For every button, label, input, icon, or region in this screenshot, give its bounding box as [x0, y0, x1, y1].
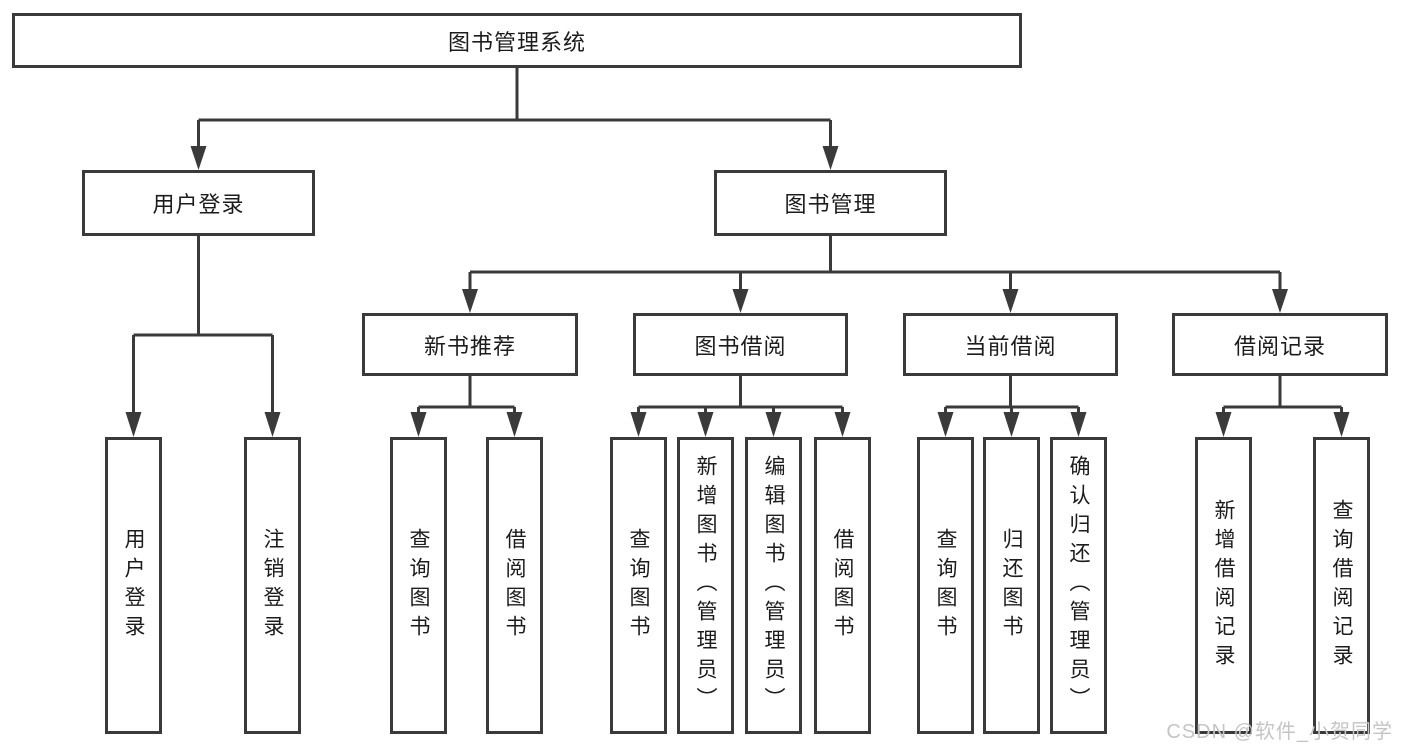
arrow-down-icon [1003, 412, 1020, 437]
leaf-borrow-books-recommend: 借阅图书 [486, 437, 543, 734]
arrow-down-icon [697, 412, 714, 437]
node-label: 归还图书 [1000, 527, 1023, 644]
edges-book-management-to-level3 [462, 236, 1288, 313]
edges-root-to-level2 [190, 68, 839, 170]
leaf-query-books-current: 查询图书 [917, 437, 974, 734]
arrow-down-icon [1002, 289, 1019, 313]
watermark: CSDN @软件_小贺同学 [1166, 721, 1393, 743]
leaf-return-book: 归还图书 [983, 437, 1040, 734]
edges-new-book-recommend-to-leaves [410, 376, 523, 437]
arrow-down-icon [410, 412, 427, 437]
arrow-down-icon [264, 412, 281, 437]
node-label: 查询借阅记录 [1330, 498, 1353, 673]
node-book-borrow: 图书借阅 [633, 313, 848, 376]
arrow-down-icon [1333, 412, 1350, 437]
arrow-down-icon [732, 289, 749, 313]
node-label: 借阅记录 [1233, 333, 1326, 359]
node-book-management: 图书管理 [714, 170, 947, 236]
leaf-user-login: 用户登录 [105, 437, 162, 734]
leaf-add-book-admin: 新增图书（管理员） [677, 437, 734, 734]
arrow-down-icon [937, 412, 954, 437]
arrow-down-icon [462, 289, 478, 313]
node-current-borrow: 当前借阅 [903, 313, 1118, 376]
leaf-query-borrow-record: 查询借阅记录 [1313, 437, 1370, 734]
arrow-down-icon [506, 412, 523, 437]
arrow-down-icon [630, 412, 647, 437]
edges-user-login-to-leaves [125, 236, 281, 437]
arrow-down-icon [834, 412, 851, 437]
node-label: 借阅图书 [831, 527, 854, 644]
leaf-query-books-borrow: 查询图书 [610, 437, 667, 734]
node-label: 查询图书 [407, 527, 430, 644]
node-library-system: 图书管理系统 [12, 13, 1022, 68]
node-label: 新增图书（管理员） [694, 455, 717, 716]
arrow-down-icon [125, 412, 142, 437]
node-user-login: 用户登录 [82, 170, 315, 236]
leaf-query-books-recommend: 查询图书 [390, 437, 447, 734]
edges-book-borrow-to-leaves [630, 376, 851, 437]
leaf-edit-book-admin: 编辑图书（管理员） [745, 437, 802, 734]
arrow-down-icon [765, 412, 782, 437]
edges-borrow-records-to-leaves [1215, 376, 1350, 437]
node-label: 编辑图书（管理员） [762, 455, 785, 716]
node-borrow-records: 借阅记录 [1172, 313, 1388, 376]
node-label: 查询图书 [627, 527, 650, 644]
node-label: 图书管理系统 [447, 29, 586, 55]
node-label: 借阅图书 [503, 527, 526, 644]
node-label: 用户登录 [152, 192, 245, 217]
node-label: 图书管理 [784, 192, 877, 217]
node-label: 用户登录 [122, 527, 145, 644]
arrow-down-icon [1272, 289, 1288, 313]
arrow-down-icon [822, 146, 839, 170]
arrow-down-icon [190, 146, 207, 170]
leaf-logout: 注销登录 [244, 437, 301, 734]
node-new-book-recommend: 新书推荐 [362, 313, 578, 376]
leaf-borrow-books: 借阅图书 [814, 437, 871, 734]
node-label: 新增借阅记录 [1212, 498, 1235, 673]
node-label: 注销登录 [261, 527, 284, 644]
edges-current-borrow-to-leaves [937, 376, 1087, 437]
node-label: 新书推荐 [423, 333, 516, 359]
leaf-confirm-return-admin: 确认归还（管理员） [1050, 437, 1107, 734]
node-label: 图书借阅 [694, 333, 787, 359]
node-label: 确认归还（管理员） [1067, 455, 1090, 716]
leaf-add-borrow-record: 新增借阅记录 [1195, 437, 1252, 734]
arrow-down-icon [1070, 412, 1087, 437]
node-label: 查询图书 [934, 527, 957, 644]
node-label: 当前借阅 [964, 333, 1057, 359]
arrow-down-icon [1215, 412, 1232, 437]
